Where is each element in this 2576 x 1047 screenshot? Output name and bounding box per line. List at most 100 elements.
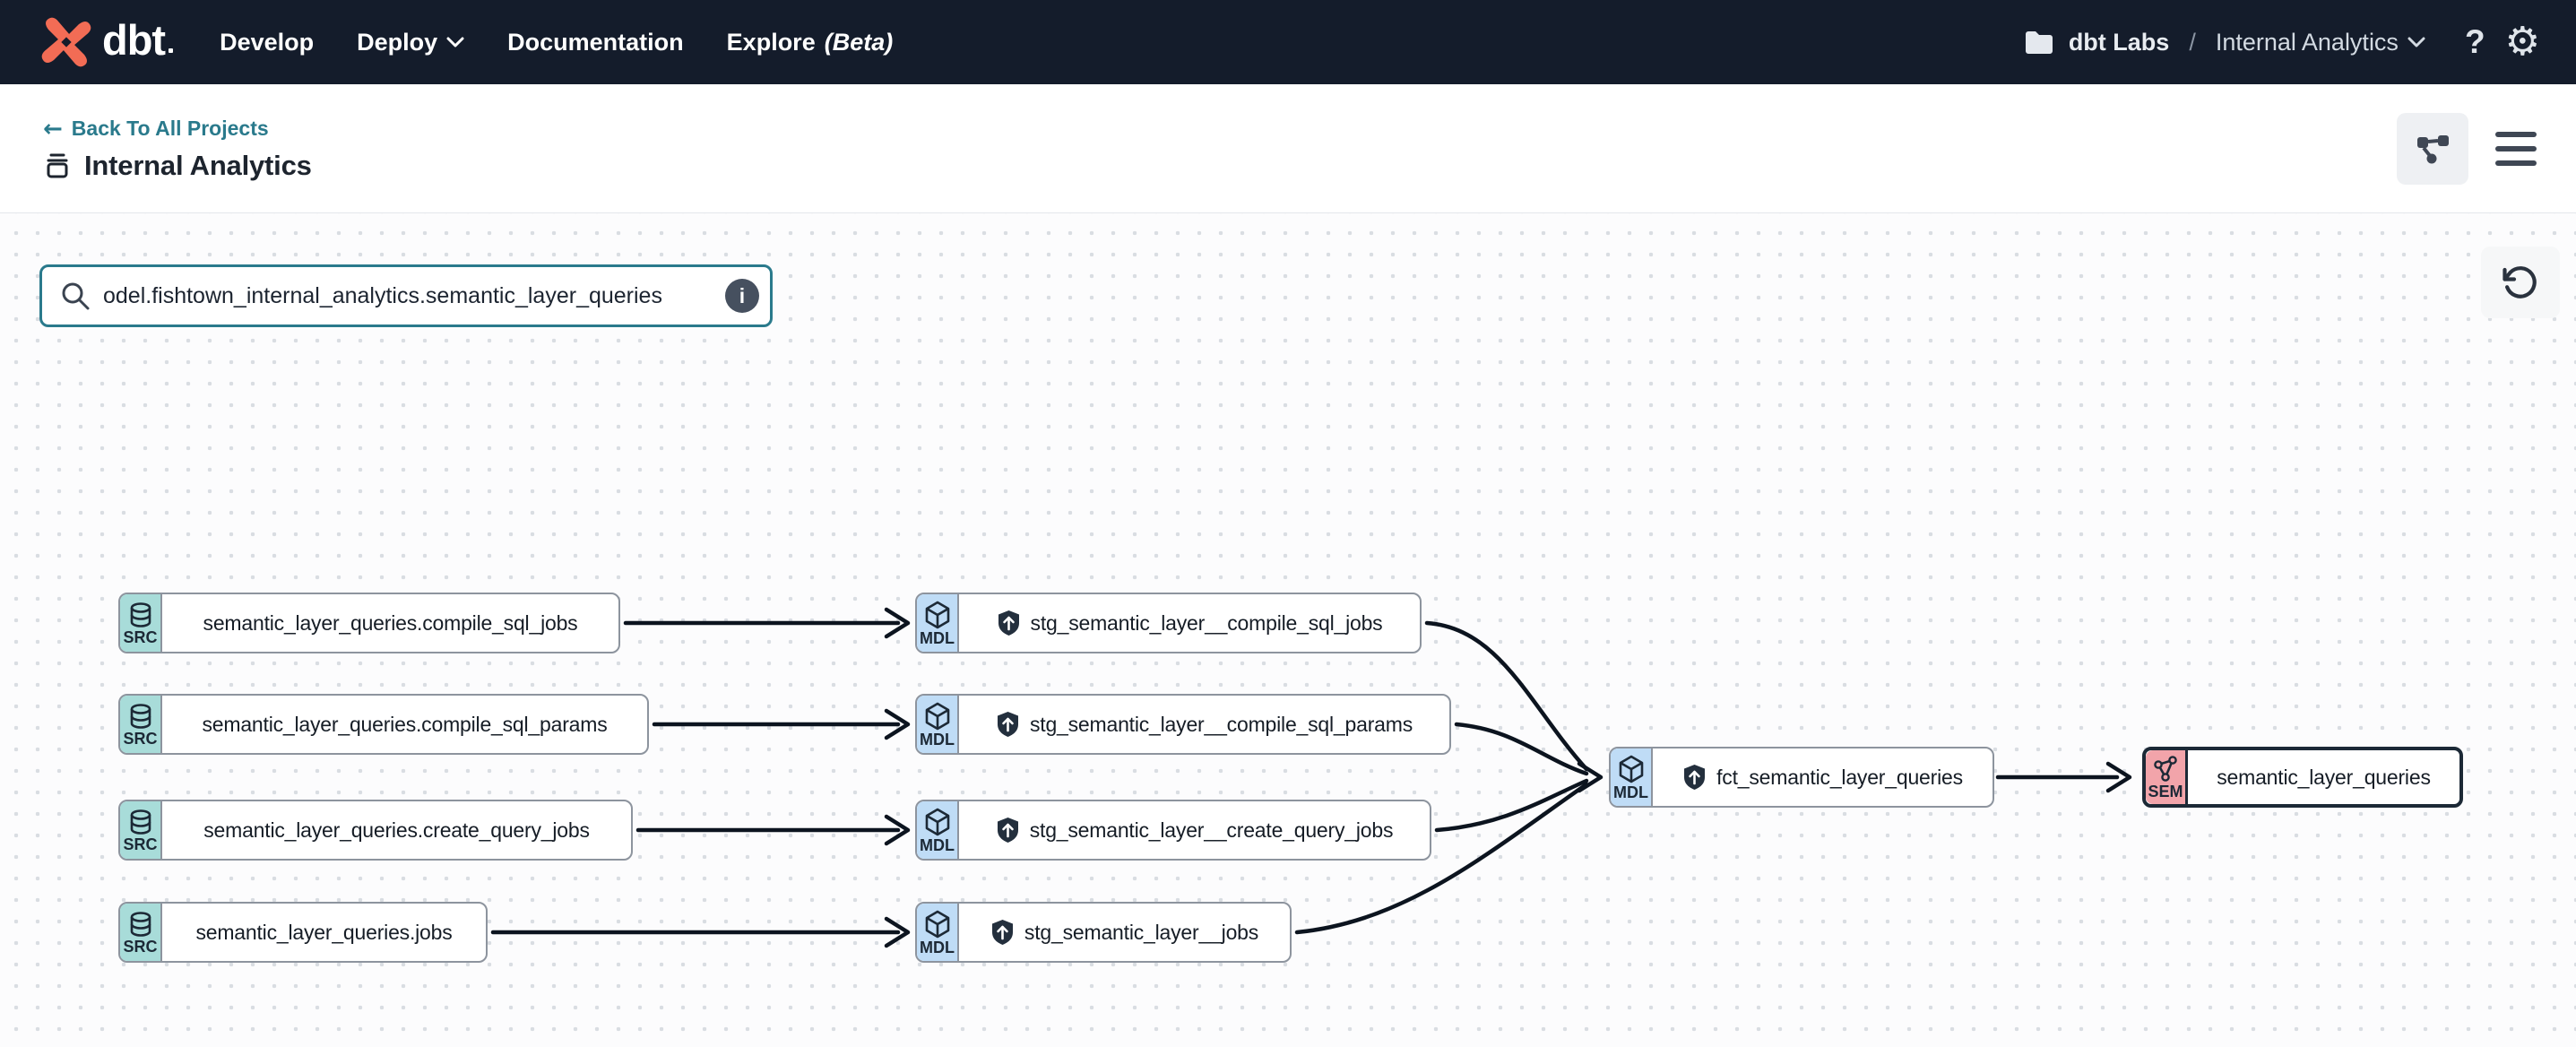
- search-icon: [62, 282, 90, 310]
- explore-beta-tag: (Beta): [824, 28, 894, 56]
- node-type-badge: MDL: [917, 801, 959, 859]
- edge-arrowhead: [884, 708, 911, 740]
- node-label: fct_semantic_layer_queries: [1653, 748, 1993, 806]
- org-name[interactable]: dbt Labs: [2068, 28, 2170, 56]
- breadcrumb-separator: /: [2189, 28, 2196, 56]
- node-type-badge: MDL: [917, 696, 959, 753]
- account-breadcrumb: dbt Labs / Internal Analytics ? ⚙: [2024, 22, 2540, 62]
- node-type-badge: SRC: [120, 594, 162, 652]
- menu-bar: [2495, 131, 2537, 137]
- shield-icon: [998, 610, 1019, 636]
- graph-node-fct_semantic_layer_queries[interactable]: MDL fct_semantic_layer_queries: [1609, 747, 1994, 808]
- node-type-badge: SRC: [120, 801, 162, 859]
- node-type-badge: SEM: [2146, 750, 2188, 804]
- lineage-icon: [2417, 134, 2449, 163]
- lineage-search[interactable]: odel.fishtown_internal_analytics.semanti…: [39, 264, 773, 327]
- chevron-down-icon: [446, 37, 464, 47]
- lineage-canvas[interactable]: odel.fishtown_internal_analytics.semanti…: [0, 213, 2576, 1047]
- node-type-label: MDL: [920, 835, 955, 854]
- graph-node-src_jobs[interactable]: SRC semantic_layer_queries.jobs: [118, 902, 488, 963]
- database-icon: [130, 809, 151, 835]
- node-name-text: fct_semantic_layer_queries: [1716, 765, 1963, 789]
- node-label: stg_semantic_layer__create_query_jobs: [959, 801, 1430, 859]
- node-type-label: MDL: [920, 730, 955, 748]
- node-type-label: SRC: [123, 627, 158, 646]
- primary-nav: Develop Deploy Documentation Explore (Be…: [220, 29, 893, 56]
- back-to-projects-link[interactable]: ← Back To All Projects: [43, 116, 312, 143]
- node-type-badge: SRC: [120, 696, 162, 753]
- search-info-icon[interactable]: i: [725, 279, 759, 313]
- search-input[interactable]: odel.fishtown_internal_analytics.semanti…: [103, 282, 662, 308]
- chevron-down-icon: [2407, 37, 2425, 47]
- back-link-label: Back To All Projects: [71, 117, 269, 140]
- folder-icon: [2025, 31, 2053, 54]
- project-header: ← Back To All Projects Internal Analytic…: [0, 84, 2576, 213]
- graph-node-src_compile_sql_params[interactable]: SRC semantic_layer_queries.compile_sql_pa…: [118, 694, 649, 755]
- node-type-badge: MDL: [917, 904, 959, 961]
- edge-stg_compile_sql_jobs-to-fct_semantic_layer_queries: [1424, 620, 1589, 772]
- graph-node-src_create_query_jobs[interactable]: SRC semantic_layer_queries.create_query_j…: [118, 800, 633, 861]
- node-type-label: MDL: [920, 938, 955, 956]
- shield-icon: [991, 919, 1013, 945]
- menu-button[interactable]: [2495, 131, 2537, 166]
- reset-view-button[interactable]: [2481, 247, 2560, 318]
- node-name-text: semantic_layer_queries.compile_sql_jobs: [203, 610, 578, 635]
- node-type-badge: MDL: [917, 594, 959, 652]
- cube-icon: [925, 702, 949, 730]
- graph-node-src_compile_sql_jobs[interactable]: SRC semantic_layer_queries.compile_sql_jo…: [118, 593, 620, 653]
- graph-node-semantic_layer_queries[interactable]: SEM semantic_layer_queries: [2142, 747, 2463, 808]
- database-icon: [130, 703, 151, 729]
- nav-item-develop[interactable]: Develop: [220, 28, 315, 56]
- nav-item-deploy[interactable]: Deploy: [357, 29, 464, 56]
- dbt-logo-icon: [41, 17, 91, 67]
- nav-item-documentation[interactable]: Documentation: [507, 28, 684, 56]
- node-label: semantic_layer_queries.create_query_jobs: [162, 801, 631, 859]
- node-label: stg_semantic_layer__jobs: [959, 904, 1290, 961]
- edge-arrowhead: [1577, 761, 1604, 793]
- shield-icon: [997, 711, 1018, 737]
- node-name-text: semantic_layer_queries: [2217, 765, 2431, 789]
- edge-arrowhead: [2105, 761, 2132, 793]
- node-label: semantic_layer_queries: [2188, 750, 2459, 804]
- edge-arrowhead: [884, 607, 911, 639]
- back-arrow-icon: ←: [43, 115, 63, 143]
- graph-node-stg_jobs[interactable]: MDL stg_semantic_layer__jobs: [915, 902, 1292, 963]
- node-name-text: stg_semantic_layer__compile_sql_params: [1029, 712, 1413, 736]
- page-title: Internal Analytics: [84, 149, 312, 181]
- node-type-label: SRC: [123, 729, 158, 748]
- node-type-label: SRC: [123, 937, 158, 956]
- edge-stg_jobs-to-fct_semantic_layer_queries: [1294, 782, 1589, 935]
- graph-node-stg_compile_sql_jobs[interactable]: MDL stg_semantic_layer__compile_sql_jobs: [915, 593, 1422, 653]
- menu-bar: [2495, 160, 2537, 166]
- project-selector[interactable]: Internal Analytics: [2216, 29, 2425, 56]
- dbt-logo[interactable]: dbt: [39, 15, 174, 69]
- edge-arrowhead: [884, 916, 911, 948]
- node-name-text: semantic_layer_queries.jobs: [195, 920, 453, 944]
- database-icon: [130, 601, 151, 627]
- menu-bar: [2495, 145, 2537, 151]
- graph-node-stg_compile_sql_params[interactable]: MDL stg_semantic_layer__compile_sql_para…: [915, 694, 1451, 755]
- dbt-wordmark: dbt: [102, 15, 166, 64]
- nav-item-explore[interactable]: Explore (Beta): [726, 28, 894, 56]
- help-button[interactable]: ?: [2464, 23, 2485, 60]
- node-label: semantic_layer_queries.compile_sql_param…: [162, 696, 647, 753]
- cube-icon: [1619, 755, 1643, 783]
- project-icon: [47, 153, 68, 177]
- reset-icon: [2503, 266, 2537, 299]
- node-type-label: SRC: [123, 835, 158, 853]
- database-icon: [130, 911, 151, 937]
- cube-icon: [925, 808, 949, 835]
- node-type-badge: MDL: [1611, 748, 1653, 806]
- node-name-text: semantic_layer_queries.compile_sql_param…: [202, 712, 608, 736]
- node-label: stg_semantic_layer__compile_sql_params: [959, 696, 1449, 753]
- edge-stg_create_query_jobs-to-fct_semantic_layer_queries: [1434, 778, 1589, 833]
- top-navigation: dbt Develop Deploy Documentation Explore…: [0, 0, 2576, 84]
- edge-layer: [490, 607, 2132, 948]
- graph-node-stg_create_query_jobs[interactable]: MDL stg_semantic_layer__create_query_job…: [915, 800, 1431, 861]
- edge-arrowhead: [884, 814, 911, 846]
- lineage-view-button[interactable]: [2397, 112, 2468, 185]
- settings-gear-icon[interactable]: ⚙: [2504, 19, 2540, 65]
- cube-icon: [925, 910, 949, 938]
- node-name-text: semantic_layer_queries.create_query_jobs: [203, 818, 590, 842]
- node-label: stg_semantic_layer__compile_sql_jobs: [959, 594, 1420, 652]
